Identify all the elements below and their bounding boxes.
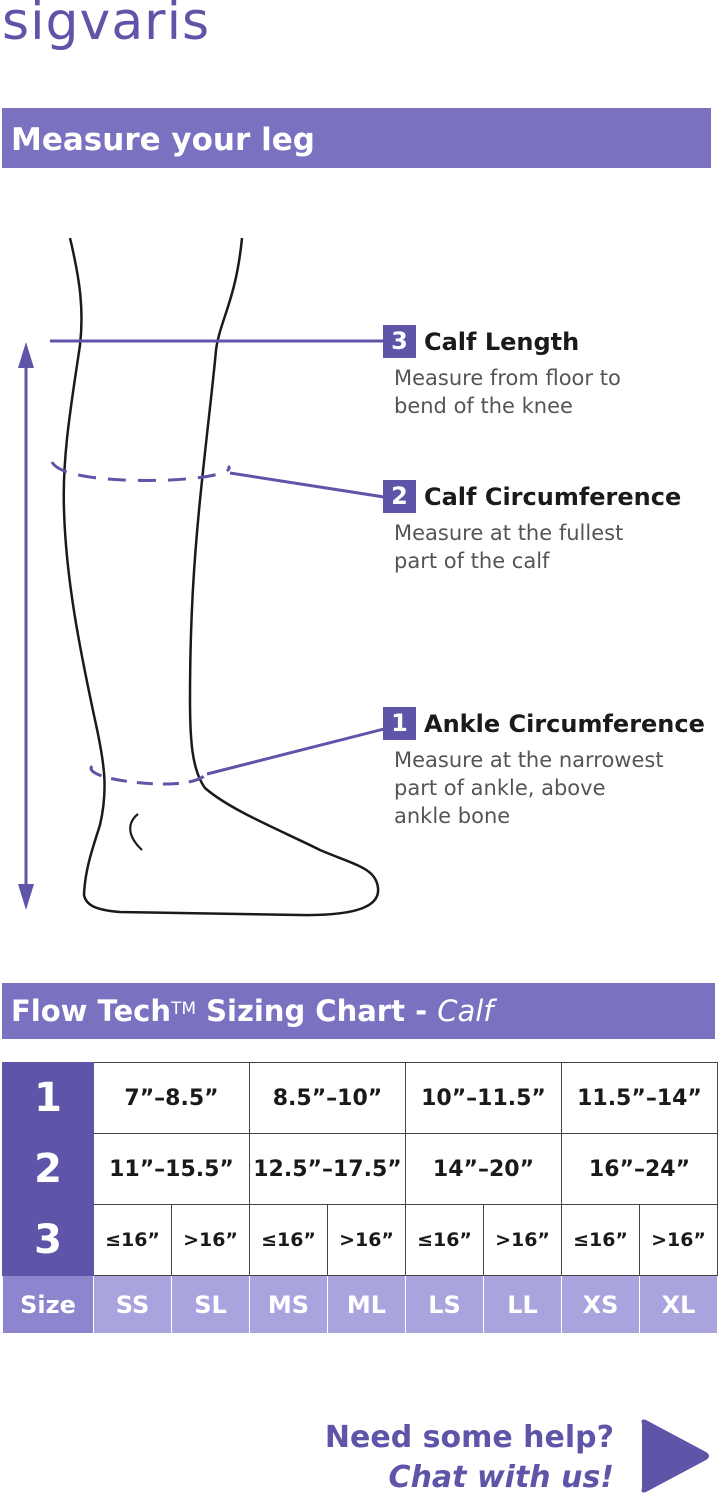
calf-circumference-label: 2 Calf Circumference Measure at the fulle… — [383, 480, 681, 575]
table-row-size: Size SS SL MS ML LS LL XS XL — [2, 1275, 718, 1334]
size-cell: LS — [405, 1275, 484, 1334]
leg-diagram — [18, 237, 385, 917]
chat-link[interactable]: Chat with us! — [388, 1460, 614, 1495]
size-cell: ML — [327, 1275, 406, 1334]
table-cell: 10”–11.5” — [405, 1062, 562, 1134]
table-cell: >16” — [639, 1204, 718, 1276]
table-cell: 7”–8.5” — [93, 1062, 250, 1134]
chart-title-main: Flow Tech — [11, 994, 171, 1028]
length-arrow-down — [18, 884, 34, 910]
calf-length-title: Calf Length — [424, 327, 580, 356]
table-cell: 11”–15.5” — [93, 1133, 250, 1205]
size-cell: MS — [249, 1275, 328, 1334]
help-prompt: Need some help? Chat with us! — [325, 1418, 614, 1498]
size-cell: LL — [483, 1275, 562, 1334]
table-row-calf: 2 11”–15.5” 12.5”–17.5” 14”–20” 16”–24” — [2, 1133, 718, 1205]
sigvaris-logo: sigvaris — [2, 0, 211, 52]
ankle-circumference-ellipse — [89, 765, 208, 786]
sizing-table: 1 7”–8.5” 8.5”–10” 10”–11.5” 11.5”–14” 2… — [2, 1062, 718, 1334]
ankle-circumference-pointer — [206, 727, 385, 776]
table-cell: 8.5”–10” — [249, 1062, 406, 1134]
ankle-circumference-label: 1 Ankle Circumference Measure at the narr… — [383, 707, 705, 830]
size-cell: SL — [171, 1275, 250, 1334]
table-row-ankle: 1 7”–8.5” 8.5”–10” 10”–11.5” 11.5”–14” — [2, 1062, 718, 1134]
table-cell: 12.5”–17.5” — [249, 1133, 406, 1205]
table-cell: >16” — [171, 1204, 250, 1276]
chart-title-tm: TM — [171, 999, 197, 1019]
chart-title-italic: Calf — [437, 994, 494, 1028]
table-cell: >16” — [327, 1204, 406, 1276]
table-cell: ≤16” — [93, 1204, 172, 1276]
size-cell: XL — [639, 1275, 718, 1334]
table-cell: ≤16” — [405, 1204, 484, 1276]
table-cell: 14”–20” — [405, 1133, 562, 1205]
size-cell: SS — [93, 1275, 172, 1334]
ankle-circumference-title: Ankle Circumference — [424, 709, 705, 738]
row-label-2: 2 — [2, 1133, 94, 1205]
ankle-circumference-description: Measure at the narrowest part of ankle, … — [394, 748, 664, 828]
table-cell: 16”–24” — [561, 1133, 718, 1205]
table-cell: ≤16” — [249, 1204, 328, 1276]
table-cell: 11.5”–14” — [561, 1062, 718, 1134]
sizing-chart-title: Flow TechTM Sizing Chart - Calf — [2, 983, 715, 1039]
calf-length-number: 3 — [383, 325, 416, 358]
calf-length-description: Measure from floor to bend of the knee — [394, 366, 621, 418]
play-arrow-icon[interactable] — [636, 1416, 712, 1496]
size-cell: XS — [561, 1275, 640, 1334]
calf-circumference-number: 2 — [383, 480, 416, 513]
calf-circumference-pointer — [229, 471, 385, 499]
ankle-circumference-number: 1 — [383, 707, 416, 740]
row-label-3: 3 — [2, 1204, 94, 1276]
calf-circumference-description: Measure at the fullest part of the calf — [394, 521, 624, 573]
length-arrow-up — [18, 342, 34, 368]
calf-circumference-title: Calf Circumference — [424, 482, 682, 511]
leg-outline-back — [62, 237, 380, 917]
row-label-size: Size — [2, 1275, 94, 1334]
ankle-bone-mark — [129, 813, 143, 851]
table-row-length: 3 ≤16” >16” ≤16” >16” ≤16” >16” ≤16” >16… — [2, 1204, 718, 1276]
table-cell: >16” — [483, 1204, 562, 1276]
table-cell: ≤16” — [561, 1204, 640, 1276]
measure-section-title: Measure your leg — [2, 108, 711, 168]
help-question: Need some help? — [324, 1420, 614, 1455]
calf-length-label: 3 Calf Length Measure from floor to bend … — [383, 325, 621, 420]
chart-title-rest: Sizing Chart - — [196, 994, 438, 1028]
row-label-1: 1 — [2, 1062, 94, 1134]
